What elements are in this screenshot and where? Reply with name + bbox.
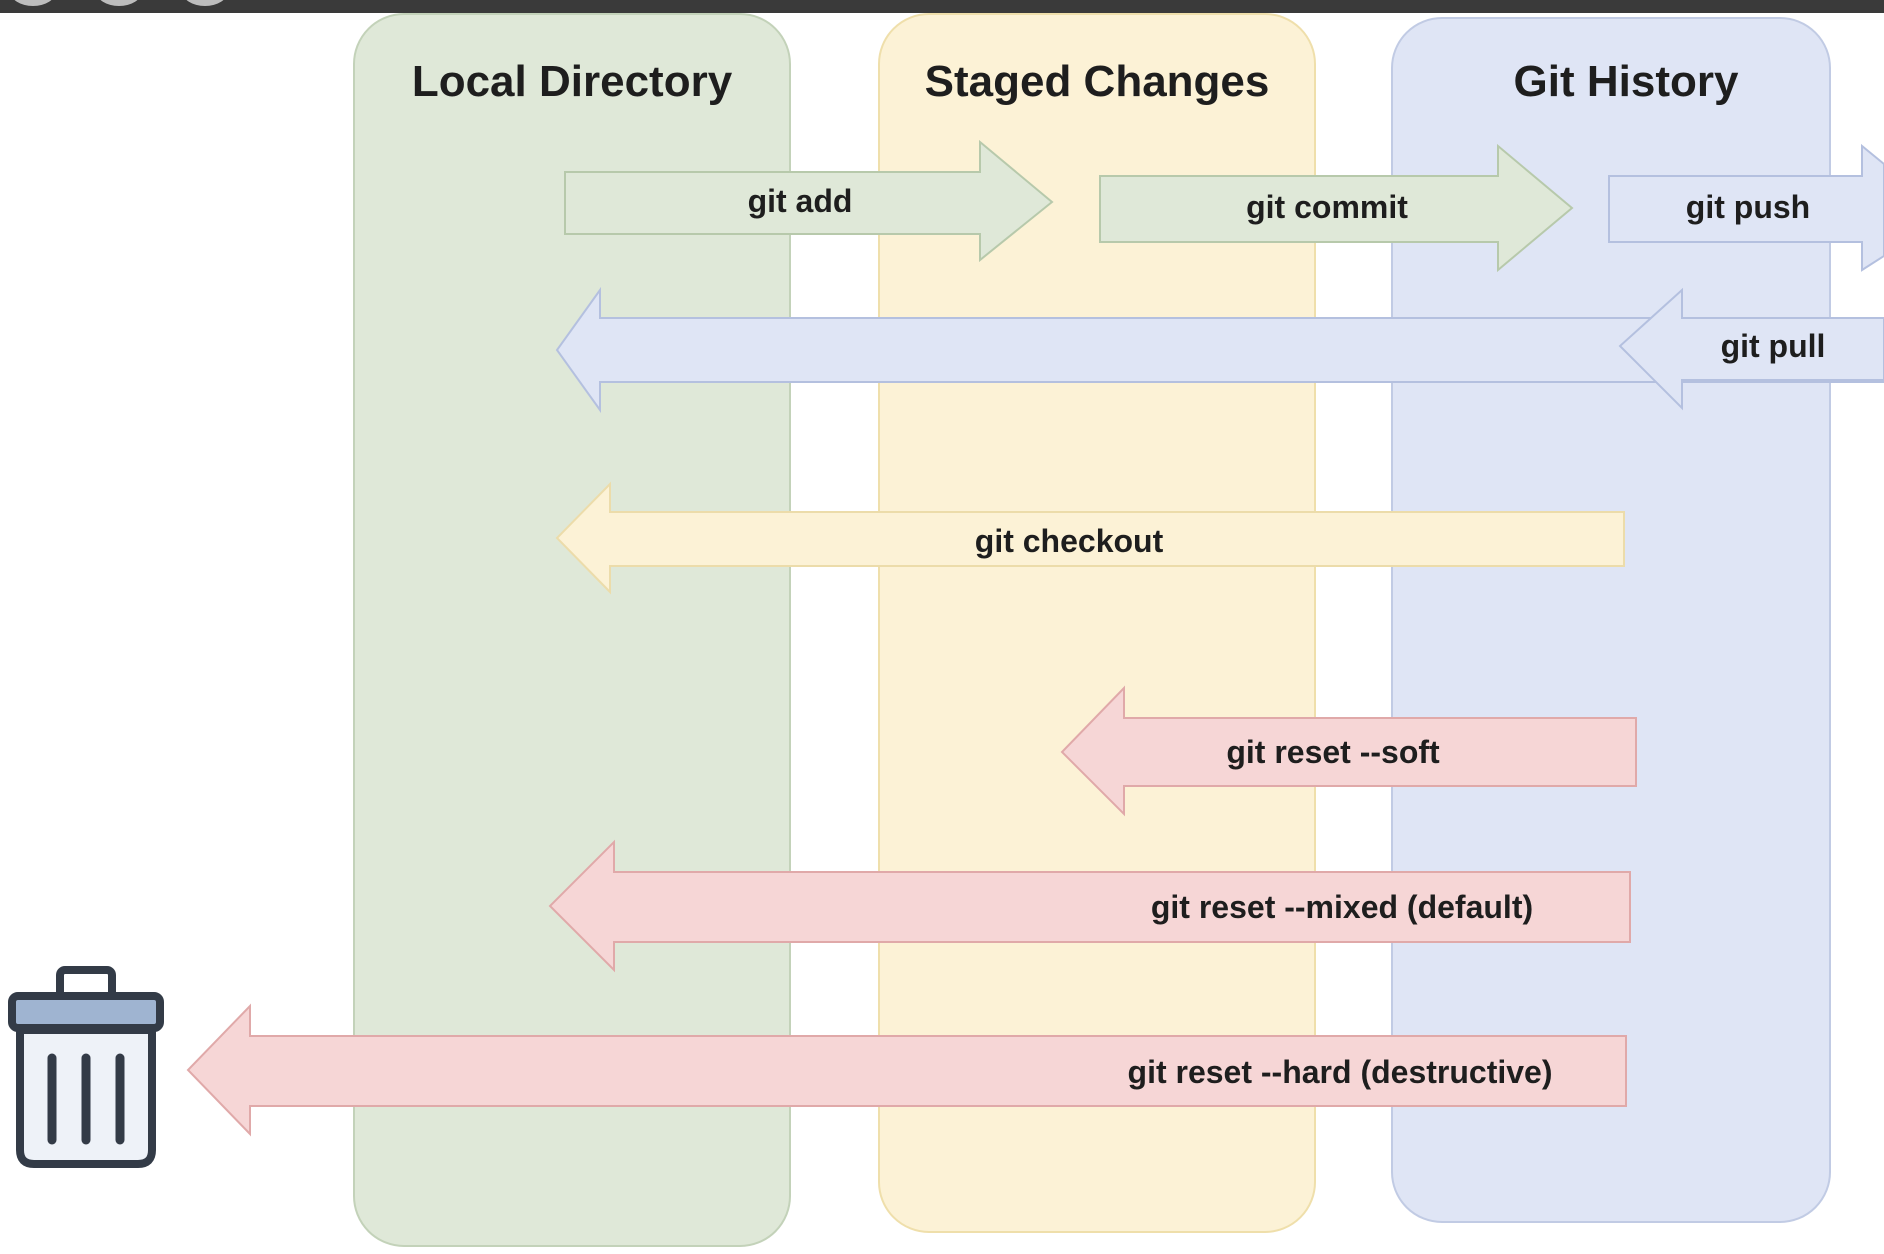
arrow-git-checkout-shape: [555, 481, 1625, 595]
arrow-git-push-label: git push: [1686, 189, 1810, 225]
arrow-git-add-shape: [564, 139, 1054, 263]
arrow-git-commit-shape: [1099, 143, 1574, 273]
arrow-git-pull-label: git pull: [1721, 328, 1826, 364]
lane-local-directory-title: Local Directory: [412, 57, 733, 106]
arrow-git-reset-hard-shape: [186, 1003, 1627, 1137]
arrow-git-push-shape: [1608, 143, 1884, 272]
trash-icon: [8, 966, 164, 1168]
arrow-git-add: git add: [564, 139, 1054, 263]
window-control-dot: [182, 0, 228, 6]
window-control-dot: [96, 0, 142, 6]
trash-icon-lid: [8, 992, 164, 1032]
arrow-git-add-label: git add: [748, 183, 853, 219]
lane-staged-changes-title: Staged Changes: [925, 57, 1270, 106]
window-control-dot: [10, 0, 56, 6]
window-top-bar: [0, 0, 1884, 13]
arrow-git-reset-mixed: git reset --mixed (default): [548, 839, 1631, 973]
lane-git-history-title: Git History: [1514, 57, 1739, 106]
arrow-git-checkout-label: git checkout: [975, 523, 1164, 559]
arrow-git-pull-head-right: [1618, 287, 1884, 411]
arrow-git-pull: git pull: [555, 286, 1884, 414]
arrow-git-reset-soft-label: git reset --soft: [1226, 734, 1440, 770]
arrow-git-commit: git commit: [1099, 143, 1574, 273]
arrow-git-commit-label: git commit: [1246, 189, 1408, 225]
arrow-git-reset-hard: git reset --hard (destructive): [186, 1003, 1627, 1137]
arrow-git-push: git push: [1608, 143, 1884, 272]
arrow-git-reset-mixed-shape: [548, 839, 1631, 973]
arrow-git-reset-soft: git reset --soft: [1060, 685, 1637, 817]
arrow-git-checkout: git checkout: [555, 481, 1625, 595]
arrow-git-reset-hard-label: git reset --hard (destructive): [1128, 1054, 1553, 1090]
arrow-git-reset-mixed-label: git reset --mixed (default): [1151, 889, 1533, 925]
arrow-git-reset-soft-shape: [1060, 685, 1637, 817]
